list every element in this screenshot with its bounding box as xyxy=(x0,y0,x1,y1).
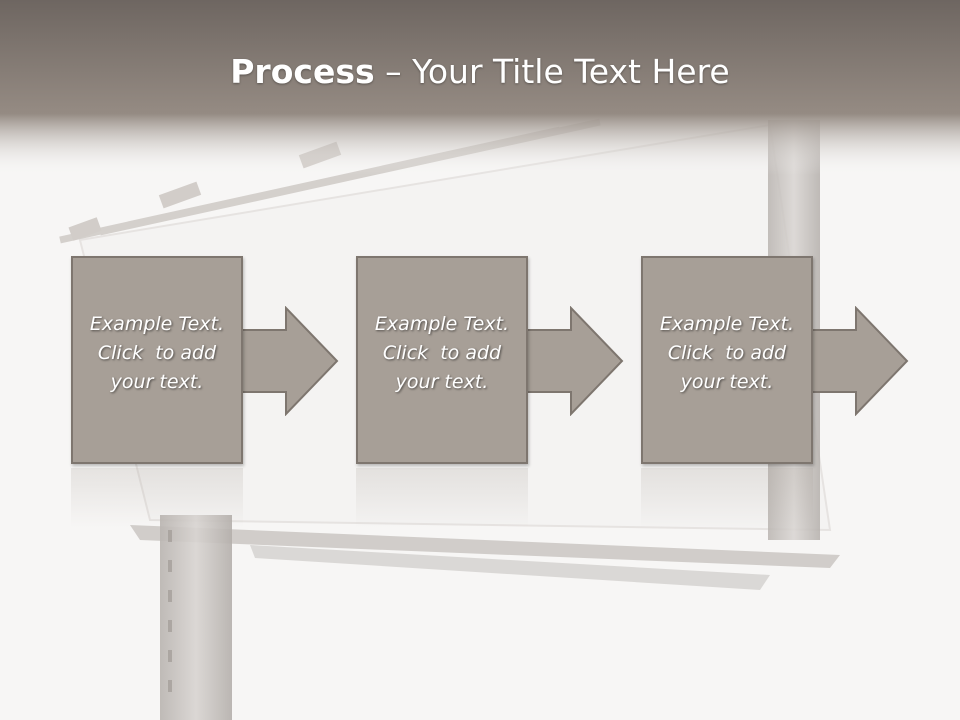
step-box[interactable] xyxy=(356,256,528,464)
process-step-3[interactable]: Example Text. Click to add your text. xyxy=(641,256,909,528)
step-text-line-3: your text. xyxy=(395,371,489,393)
step-text[interactable]: Example Text. Click to add your text. xyxy=(360,310,524,397)
slide-title: Process – Your Title Text Here xyxy=(0,52,960,91)
step-box[interactable] xyxy=(641,256,813,464)
header-band xyxy=(0,0,960,175)
step-text-line-2: Click to add xyxy=(667,342,787,364)
arrow-right-icon xyxy=(526,306,624,416)
step-box[interactable] xyxy=(71,256,243,464)
step-text-line-1: Example Text. xyxy=(659,313,795,335)
billboard-catwalk xyxy=(130,525,840,568)
title-bold: Process xyxy=(230,52,375,91)
title-rest: – Your Title Text Here xyxy=(374,52,730,91)
billboard-catwalk-lower xyxy=(250,545,770,590)
step-reflection xyxy=(71,468,243,528)
process-step-2[interactable]: Example Text. Click to add your text. xyxy=(356,256,624,528)
step-text-line-1: Example Text. xyxy=(374,313,510,335)
step-text[interactable]: Example Text. Click to add your text. xyxy=(75,310,239,397)
step-text-line-3: your text. xyxy=(680,371,774,393)
step-reflection xyxy=(356,468,528,528)
step-text-line-2: Click to add xyxy=(97,342,217,364)
pole-ladder xyxy=(168,530,172,692)
step-text[interactable]: Example Text. Click to add your text. xyxy=(645,310,809,397)
arrow-right-icon xyxy=(241,306,339,416)
step-reflection xyxy=(641,468,813,528)
step-text-line-1: Example Text. xyxy=(89,313,225,335)
process-step-1[interactable]: Example Text. Click to add your text. xyxy=(71,256,339,528)
step-text-line-3: your text. xyxy=(110,371,204,393)
arrow-right-icon xyxy=(811,306,909,416)
step-text-line-2: Click to add xyxy=(382,342,502,364)
